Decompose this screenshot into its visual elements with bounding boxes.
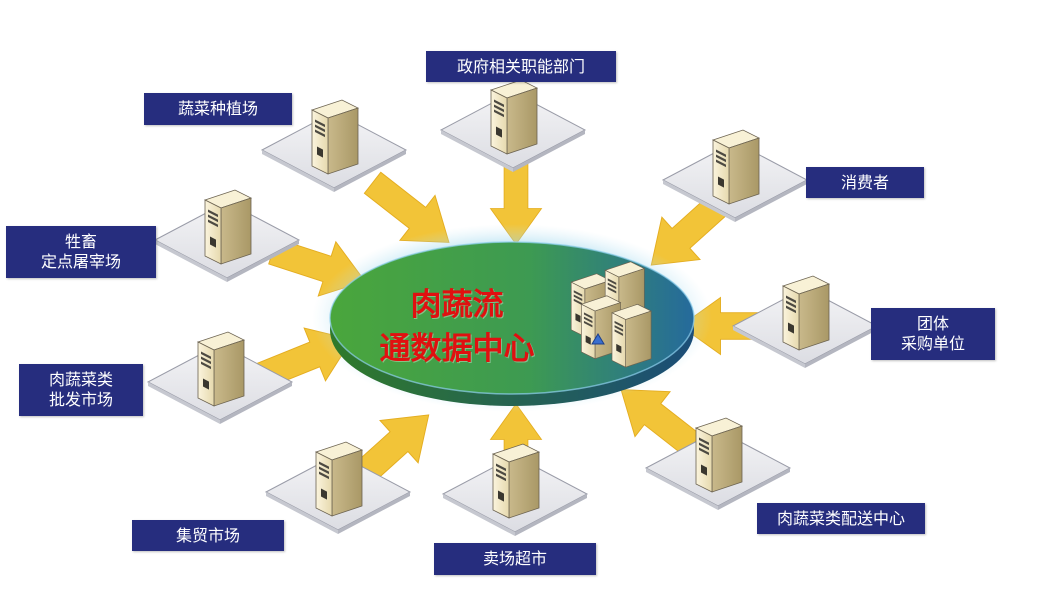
station-group (733, 276, 877, 368)
station-supermarket (443, 444, 587, 536)
hub-title: 肉蔬流 通数据中心 (352, 283, 562, 371)
station-wholesale (148, 332, 292, 424)
station-consumer (663, 130, 807, 222)
station-slaughter (155, 190, 299, 282)
label-distribution: 肉蔬菜类配送中心 (757, 503, 925, 534)
label-gov: 政府相关职能部门 (426, 51, 616, 82)
label-fair: 集贸市场 (132, 520, 284, 551)
server-cluster-icon (570, 261, 652, 368)
hub-title-line2: 通数据中心 (379, 331, 535, 367)
label-group: 团体 采购单位 (871, 308, 995, 360)
label-wholesale: 肉蔬菜类 批发市场 (19, 364, 143, 416)
hub-title-line1: 肉蔬流 (410, 287, 504, 323)
label-slaughter: 牲畜 定点屠宰场 (6, 226, 156, 278)
label-veg-farm: 蔬菜种植场 (144, 93, 292, 125)
station-gov (441, 80, 585, 172)
label-consumer: 消费者 (806, 167, 924, 198)
label-supermarket: 卖场超市 (434, 543, 596, 575)
